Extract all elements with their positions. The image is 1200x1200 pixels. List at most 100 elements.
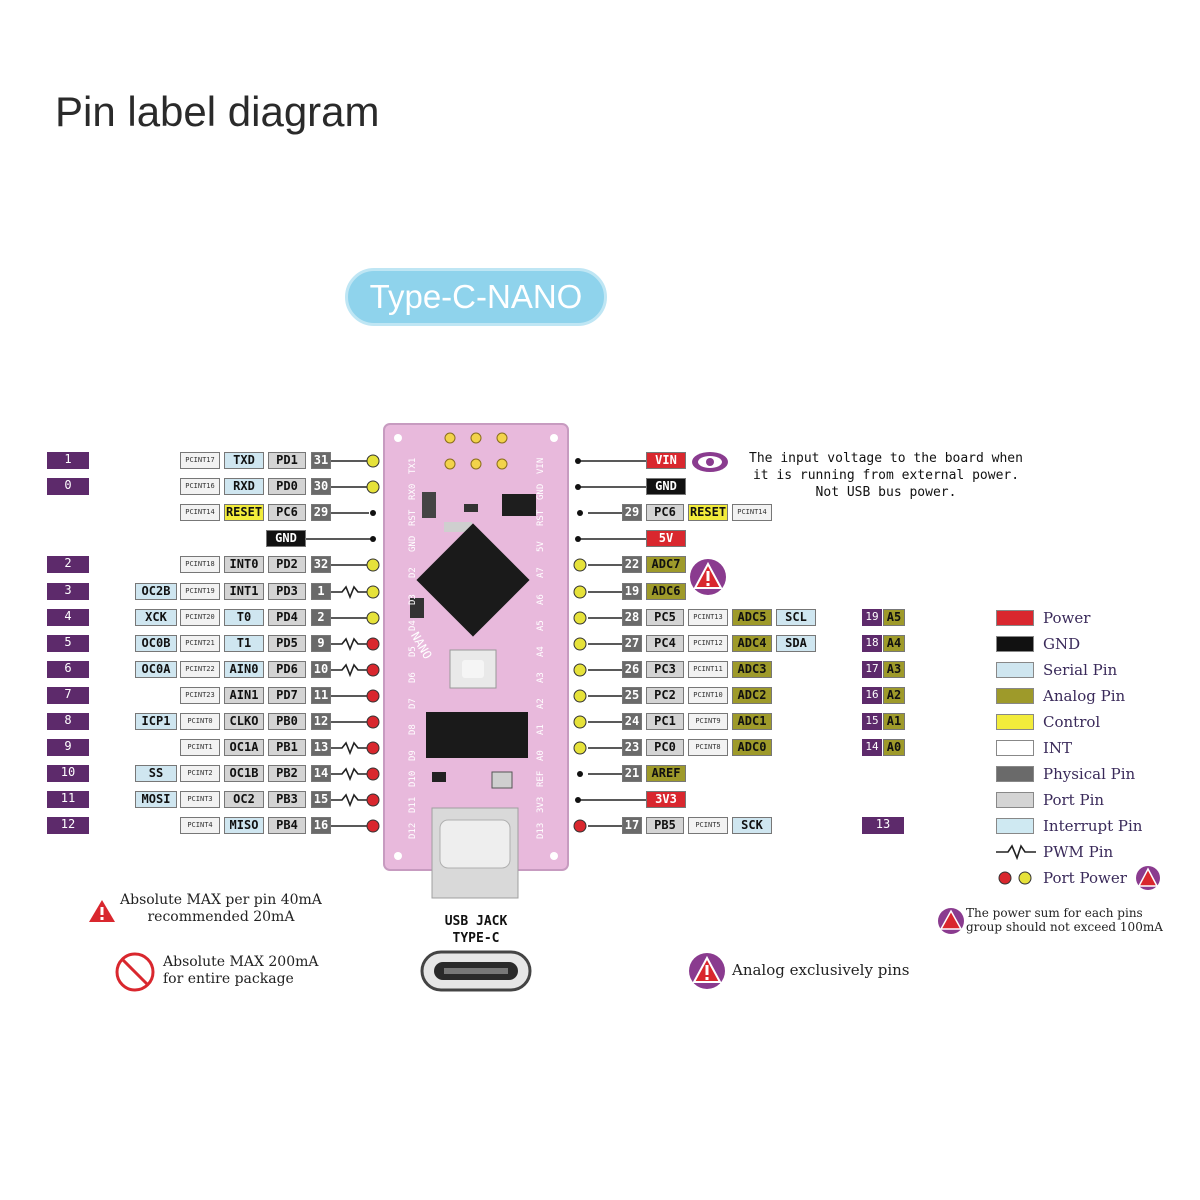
warning-icon (89, 900, 115, 922)
max-package-note: Absolute MAX 200mA for entire package (163, 954, 319, 988)
legend-label: GND (1043, 635, 1081, 653)
page-title: Pin label diagram (55, 88, 380, 135)
physical-pin-number: 15 (311, 791, 331, 808)
smd-cap (410, 598, 424, 618)
pin-dot (573, 558, 587, 571)
physical-pin-number: 29 (311, 504, 331, 521)
analog-pin-label: A3 (883, 661, 905, 678)
analog-pin-number: 16 (862, 687, 882, 704)
digital-pin-number: 1 (47, 452, 89, 469)
pin-wire (331, 662, 369, 677)
reset-button-cap (462, 660, 484, 678)
port-pin-label: PD7 (268, 687, 306, 704)
pcint-label: PCINT17 (180, 452, 220, 469)
pin-function-label: RESET (688, 504, 728, 521)
usb-c-shell (439, 819, 511, 869)
pin-dot (366, 819, 380, 832)
pin-function-label: MISO (224, 817, 264, 834)
port-pin-label: PD0 (268, 478, 306, 495)
pin-function-label: ADC4 (732, 635, 772, 652)
smd-part (432, 772, 446, 782)
physical-pin-number: 1 (311, 583, 331, 600)
digital-pin-number: 7 (47, 687, 89, 704)
board-silk-left: GND (408, 535, 418, 552)
regulator (422, 492, 436, 518)
prohibited-icon (115, 952, 155, 992)
pin-wire (588, 511, 624, 514)
board-silk-right: D13 (536, 822, 546, 839)
pin-dot (366, 767, 380, 780)
pin-wire (331, 584, 369, 599)
power-pin-label: VIN (646, 452, 686, 469)
port-pin-label: PC4 (646, 635, 684, 652)
analog-pin-label: A5 (883, 609, 905, 626)
physical-pin-number: 27 (622, 635, 642, 652)
pcint-label: PCINT19 (180, 583, 220, 600)
pcint-label: PCINT0 (180, 713, 220, 730)
pin-function-label: T0 (224, 609, 264, 626)
physical-pin-number: 31 (311, 452, 331, 469)
board-silk-right: A0 (536, 750, 546, 761)
alt-function-label: OC2B (135, 583, 177, 600)
board-silk-right: A1 (536, 724, 546, 735)
port-pin-label: PB4 (268, 817, 306, 834)
digital-pin-number: 8 (47, 713, 89, 730)
note-line: USB JACK (444, 914, 508, 929)
mount-hole-tr (550, 434, 558, 442)
pcint-label: PCINT22 (180, 661, 220, 678)
max-per-pin-note: Absolute MAX per pin 40mA recommended 20… (120, 892, 322, 926)
legend-swatch (996, 766, 1034, 782)
pin-wire (588, 668, 624, 671)
pin-wire (580, 798, 648, 801)
usb-jack-label: USB JACK TYPE-C (426, 913, 526, 947)
pin-wire (588, 563, 624, 566)
pin-wire (588, 824, 624, 827)
board-silk-left: TX1 (408, 457, 418, 474)
pin-wire (331, 694, 369, 697)
pin-function-label: ADC7 (646, 556, 686, 573)
analog-pin-label: A1 (883, 713, 905, 730)
analog-pin-label: A0 (883, 739, 905, 756)
pin-wire (331, 766, 369, 781)
analog-pin-number: 18 (862, 635, 882, 652)
mount-hole-br (550, 852, 558, 860)
vin-note-line: The input voltage to the board when (749, 451, 1023, 466)
port-pin-label: PD5 (268, 635, 306, 652)
note-line: Absolute MAX 200mA (163, 954, 319, 970)
pin-wire (588, 590, 624, 593)
pin-dot (577, 509, 583, 516)
port-pin-label: PD1 (268, 452, 306, 469)
board-silk-right: A5 (536, 620, 546, 631)
vin-note: The input voltage to the board when it i… (736, 450, 1036, 501)
pin-dot (573, 637, 587, 650)
power-pin-label: 5V (646, 530, 686, 547)
board-name-badge: Type-C-NANO (345, 268, 607, 326)
power-pin-label: 3V3 (646, 791, 686, 808)
pin-dot (573, 611, 587, 624)
pin-dot (366, 663, 380, 676)
pcint-label: PCINT14 (180, 504, 220, 521)
port-pin-label: PD4 (268, 609, 306, 626)
digital-pin-number: 6 (47, 661, 89, 678)
digital-pin-number: 3 (47, 583, 89, 600)
physical-pin-number: 29 (622, 504, 642, 521)
pin-dot (366, 715, 380, 728)
physical-pin-number: 23 (622, 739, 642, 756)
digital-pin-number: 13 (862, 817, 904, 834)
digital-pin-number: 5 (47, 635, 89, 652)
port-pin-label: PC3 (646, 661, 684, 678)
port-pin-label: PC5 (646, 609, 684, 626)
pin-dot (573, 585, 587, 598)
board-silk-left: D2 (408, 567, 418, 578)
legend-swatch (996, 636, 1034, 652)
physical-pin-number: 11 (311, 687, 331, 704)
board-silk-left: D10 (408, 770, 418, 787)
note-line: The power sum for each pins (966, 906, 1143, 920)
port-pin-label: PB0 (268, 713, 306, 730)
pin-gnd-label: GND (266, 530, 306, 547)
pin-wire (588, 616, 624, 619)
pin-function-label: AIN0 (224, 661, 264, 678)
legend-swatch (996, 714, 1034, 730)
legend-swatch (996, 740, 1034, 756)
pin-wire (580, 485, 648, 488)
